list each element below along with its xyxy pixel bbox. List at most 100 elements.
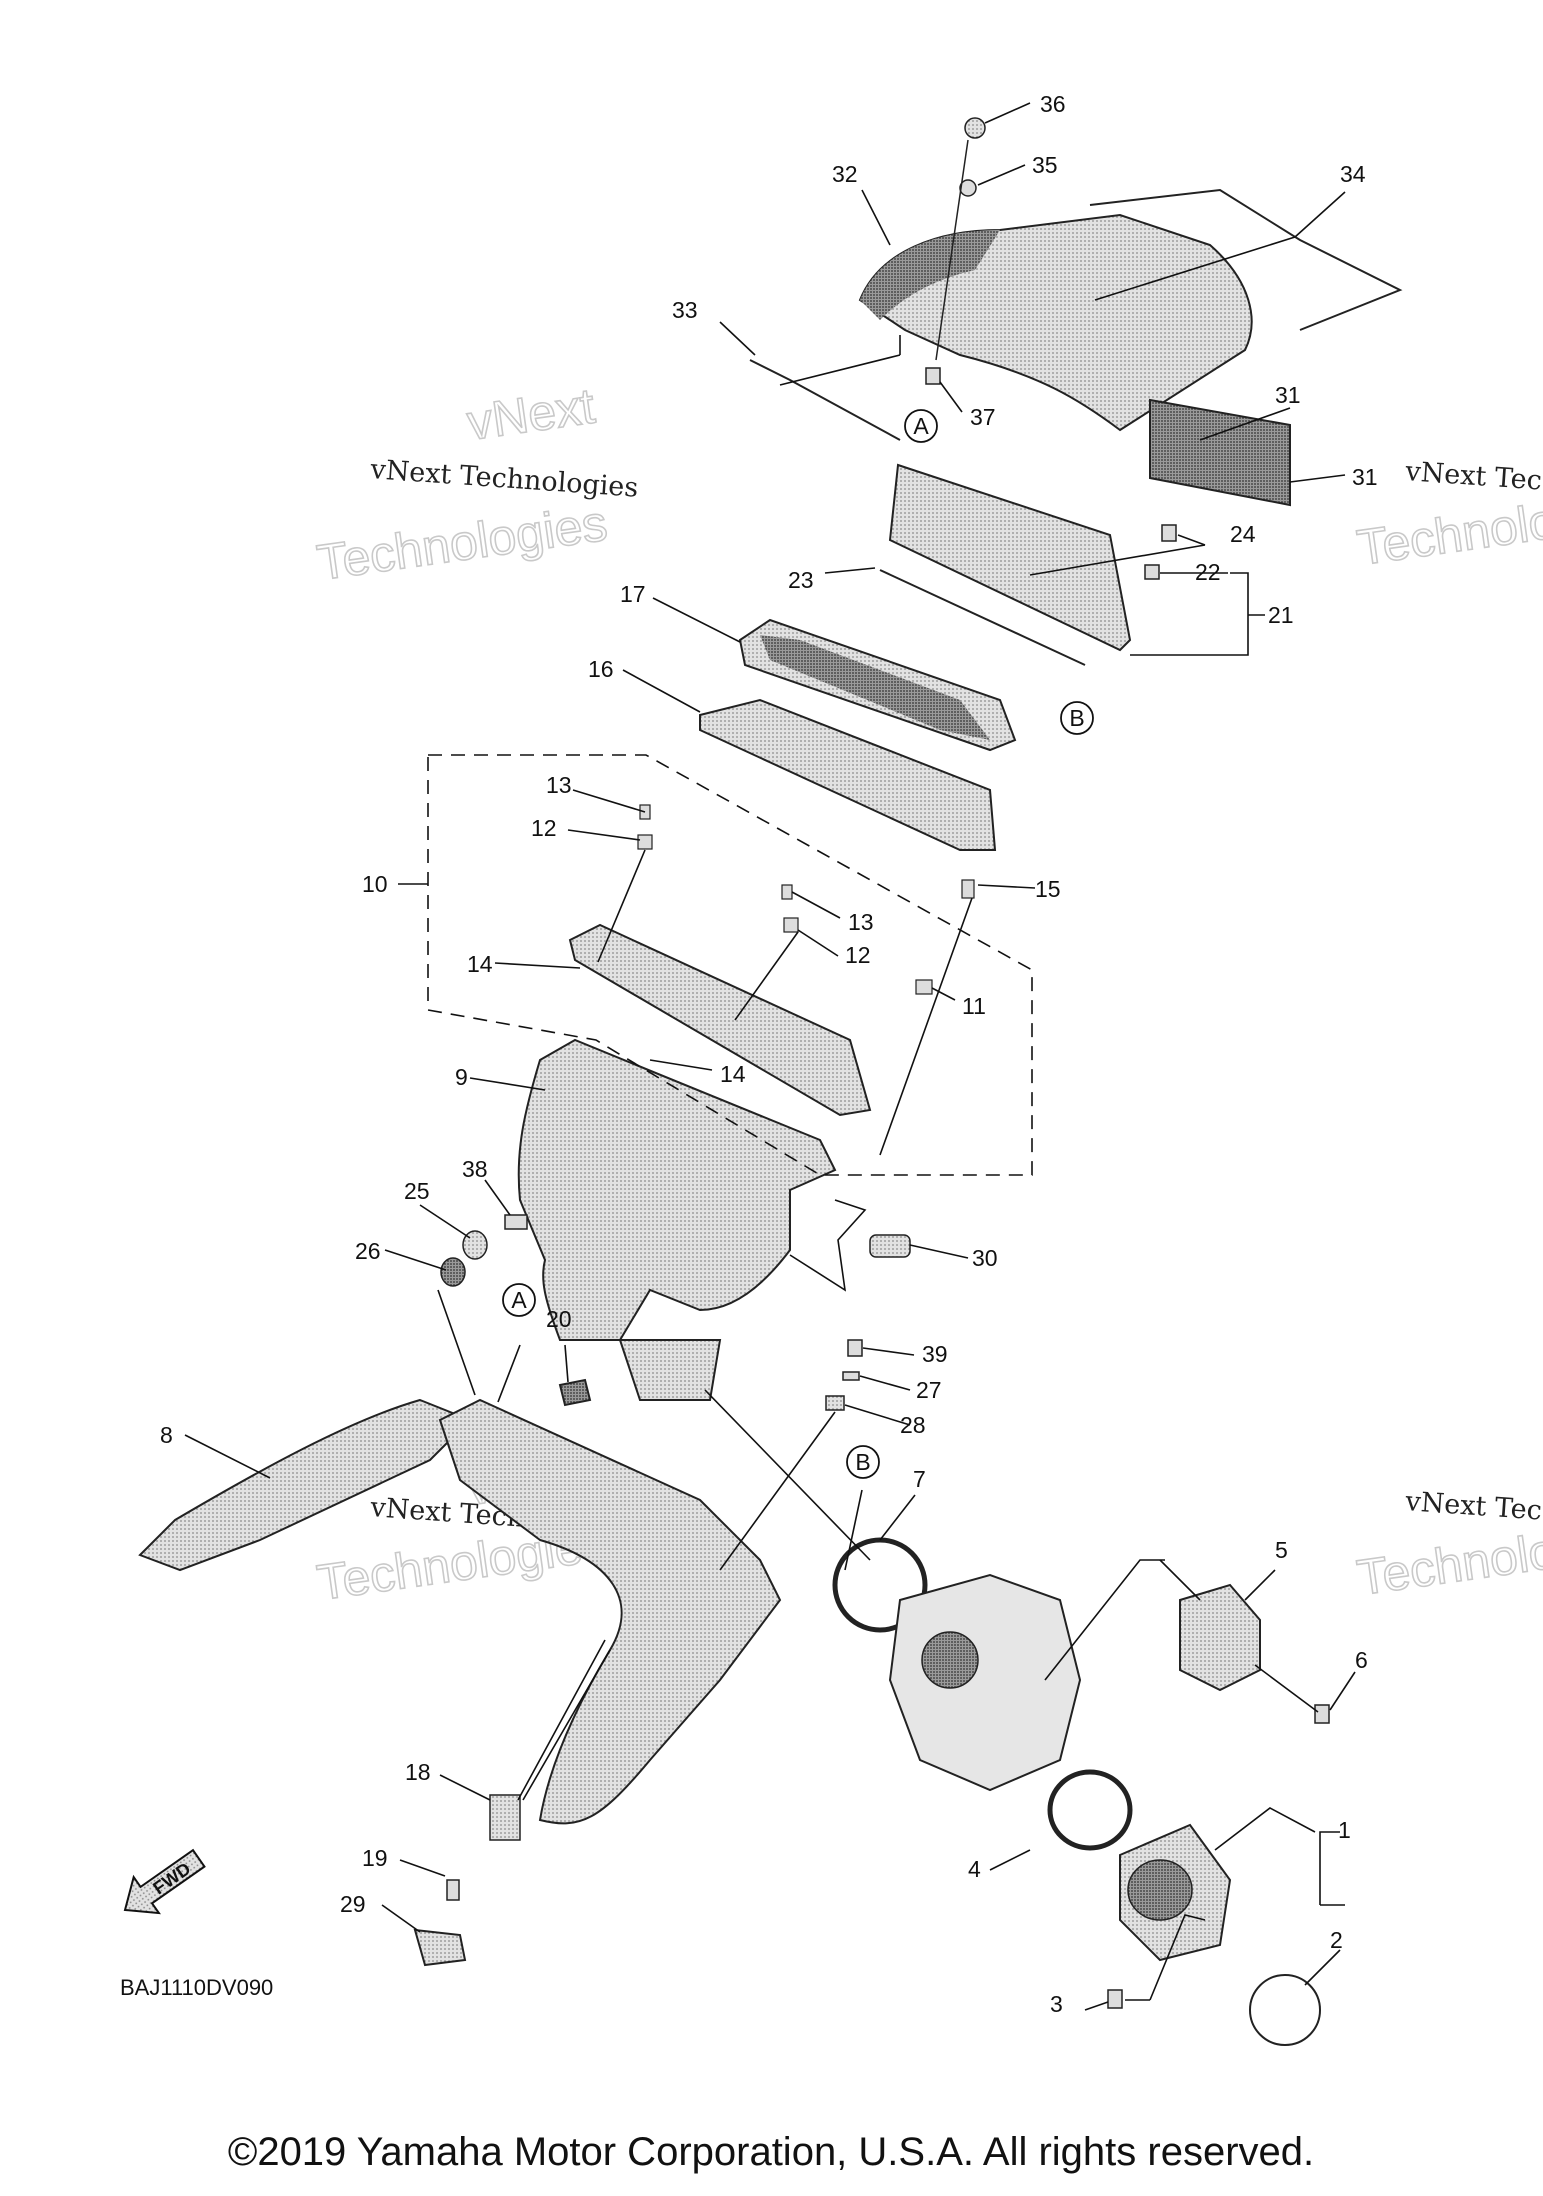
callout-labels: 36 35 32 34 33 37 31 31 24 22 21 23 17 1… xyxy=(160,91,1378,2017)
part-sensor-30 xyxy=(869,1234,911,1258)
part-throttle-bore xyxy=(921,1631,979,1689)
part-bolt-38 xyxy=(504,1214,528,1230)
callout-2: 2 xyxy=(1330,1927,1343,1953)
watermark-caption-1: vNext Technologies xyxy=(369,454,640,504)
callout-33: 33 xyxy=(672,297,698,323)
part-37-grommet xyxy=(925,367,941,385)
part-screw-19 xyxy=(446,1879,460,1901)
part-35-washer xyxy=(959,179,977,197)
callout-27: 27 xyxy=(916,1377,942,1403)
callout-14a: 14 xyxy=(467,951,493,977)
callout-13b: 13 xyxy=(848,909,874,935)
part-frame-17-inner xyxy=(760,635,990,740)
callout-3: 3 xyxy=(1050,1991,1063,2017)
callout-26: 26 xyxy=(355,1238,381,1264)
callout-30: 30 xyxy=(972,1245,998,1271)
callout-18: 18 xyxy=(405,1759,431,1785)
part-screw-15 xyxy=(961,879,975,899)
ref-letter-b-bottom: B xyxy=(855,1449,870,1475)
callout-9: 9 xyxy=(455,1064,468,1090)
ref-circle-b-top xyxy=(1060,701,1094,735)
part-lower-duct xyxy=(438,1398,782,1825)
callout-25: 25 xyxy=(404,1178,430,1204)
part-oring-2 xyxy=(1249,1974,1321,2046)
callout-37: 37 xyxy=(970,404,996,430)
ref-letter-a-bottom: A xyxy=(511,1287,527,1313)
part-panel-21 xyxy=(888,463,1132,652)
callout-4: 4 xyxy=(968,1856,981,1882)
part-joint-bore xyxy=(1127,1859,1193,1921)
callout-31b: 31 xyxy=(1352,464,1378,490)
forward-arrow-icon xyxy=(123,1848,206,1915)
part-screw-39 xyxy=(847,1339,863,1357)
callout-8: 8 xyxy=(160,1422,173,1448)
part-clip-29 xyxy=(413,1928,467,1967)
callout-1: 1 xyxy=(1338,1817,1351,1843)
callout-15: 15 xyxy=(1035,876,1061,902)
part-foam-block xyxy=(1149,398,1291,507)
diagram-code: BAJ1110DV090 xyxy=(120,1975,273,2000)
callout-11: 11 xyxy=(962,993,986,1019)
part-screw-13b xyxy=(781,884,793,900)
part-element-16 xyxy=(699,698,997,851)
part-grommet-28 xyxy=(825,1395,845,1411)
part-washer-27 xyxy=(842,1371,860,1381)
ref-letter-a-top: A xyxy=(913,413,929,439)
part-top-cover-shade xyxy=(860,230,1000,320)
callout-17: 17 xyxy=(620,581,646,607)
forward-arrow: FWD xyxy=(123,1848,206,1915)
part-frame-10 xyxy=(568,923,872,1117)
part-sensor-5 xyxy=(1179,1583,1261,1692)
callout-19: 19 xyxy=(362,1845,388,1871)
part-screw-3 xyxy=(1107,1989,1123,2009)
callout-12b: 12 xyxy=(845,942,871,968)
ref-circle-a-bottom xyxy=(502,1283,536,1317)
callout-28: 28 xyxy=(900,1412,926,1438)
part-rod-23 xyxy=(879,569,1086,666)
callout-39: 39 xyxy=(922,1341,948,1367)
part-36-cap xyxy=(964,117,986,139)
part-tube-33 xyxy=(749,359,901,441)
parts-layer xyxy=(138,117,1403,2046)
part-collar-22 xyxy=(1144,564,1160,580)
watermark-caption-3: vNext Tec xyxy=(1404,456,1543,497)
part-seal-strip xyxy=(1089,188,1403,331)
callout-20: 20 xyxy=(546,1306,572,1332)
ref-circle-a-top xyxy=(904,409,938,443)
part-bracket-20 xyxy=(558,1378,592,1407)
callout-23: 23 xyxy=(788,567,814,593)
callout-7: 7 xyxy=(913,1466,926,1492)
part-screw-6 xyxy=(1314,1704,1330,1724)
callout-24: 24 xyxy=(1230,521,1256,547)
callout-5: 5 xyxy=(1275,1537,1288,1563)
callout-22: 22 xyxy=(1195,559,1221,585)
part-airbox xyxy=(517,1038,837,1341)
callout-21: 21 xyxy=(1268,602,1294,628)
part-bolt-18 xyxy=(489,1794,521,1841)
leader-lines xyxy=(184,102,1356,2011)
callout-10: 10 xyxy=(362,871,388,897)
reference-markers: A B A B xyxy=(502,409,1094,1479)
part-36-shaft xyxy=(935,139,969,361)
watermark-brand-1: vNext xyxy=(464,378,598,451)
callout-14b: 14 xyxy=(720,1061,746,1087)
callout-35: 35 xyxy=(1032,152,1058,178)
part-grommet-26 xyxy=(440,1257,466,1287)
part-screw-24 xyxy=(1161,524,1177,542)
callout-36: 36 xyxy=(1040,91,1066,117)
callout-32: 32 xyxy=(832,161,858,187)
callout-16: 16 xyxy=(588,656,614,682)
callout-34: 34 xyxy=(1340,161,1366,187)
watermark-caption-4: vNext Tec xyxy=(1404,1486,1543,1527)
assembly-10-dashed-box xyxy=(427,754,1033,1176)
part-collar-11 xyxy=(915,979,933,995)
callout-31a: 31 xyxy=(1275,382,1301,408)
part-collar-12a xyxy=(637,834,653,850)
watermark-brand-2: Technologies xyxy=(314,495,611,591)
part-throttle-body xyxy=(888,1573,1082,1792)
ref-letter-b-top: B xyxy=(1069,705,1084,731)
callout-6: 6 xyxy=(1355,1647,1368,1673)
callout-38: 38 xyxy=(462,1156,488,1182)
part-clamp-4 xyxy=(1047,1769,1133,1851)
part-collar-12b xyxy=(783,917,799,933)
